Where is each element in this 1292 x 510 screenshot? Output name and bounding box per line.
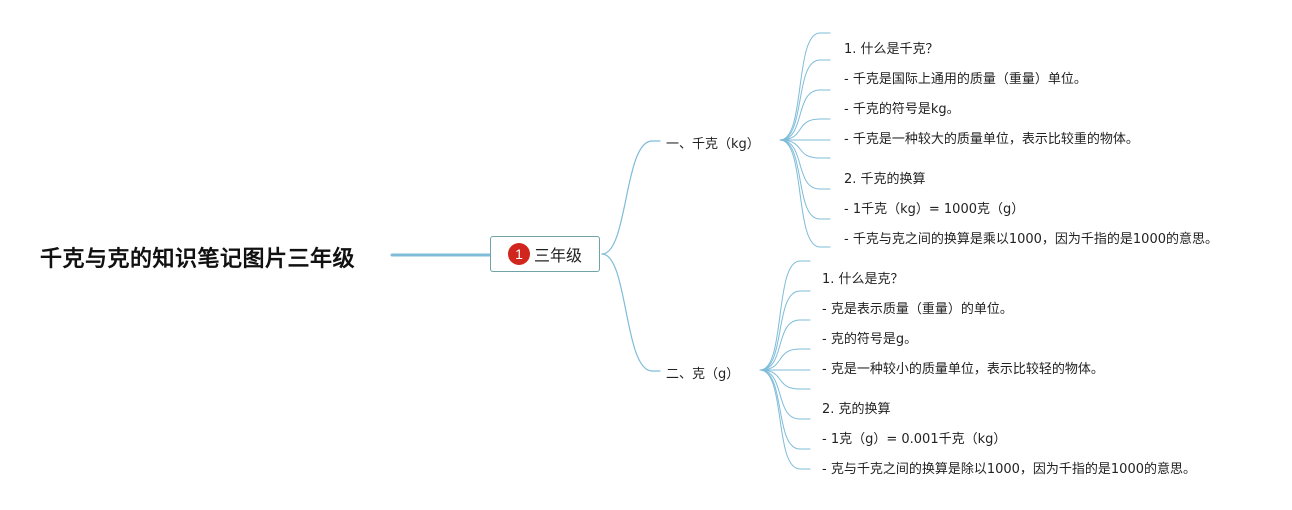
g-leaf-4[interactable]: - 克是一种较小的质量单位，表示比较轻的物体。 <box>822 362 1104 377</box>
kg-leaf-connector-6 <box>779 139 831 159</box>
g-leaf-connector-3 <box>759 319 811 371</box>
g-leaf-connector-2 <box>759 290 811 371</box>
g-leaf-connector-6 <box>759 369 811 390</box>
branch-kilogram[interactable]: 一、千克（kg） <box>666 137 760 152</box>
center-node[interactable]: 1 三年级 <box>490 236 600 272</box>
kg-leaf-connector-4 <box>779 118 831 141</box>
kg-leaf-connector-7 <box>779 139 831 190</box>
kg-leaf-4[interactable]: - 千克是一种较大的质量单位，表示比较重的物体。 <box>844 132 1139 147</box>
g-leaf-1[interactable]: 1. 什么是克？ <box>822 272 904 287</box>
kg-leaf-7[interactable]: - 1千克（kg）= 1000克（g） <box>844 202 1025 217</box>
kg-leaf-3[interactable]: - 千克的符号是kg。 <box>844 102 960 117</box>
g-leaf-connector-4 <box>759 348 811 371</box>
g-leaf-8[interactable]: - 克与千克之间的换算是除以1000，因为千指的是1000的意思。 <box>822 462 1196 477</box>
kg-leaf-1[interactable]: 1. 什么是千克？ <box>844 42 939 57</box>
center-node-label: 三年级 <box>533 246 582 265</box>
kg-leaf-connector-1 <box>779 32 831 141</box>
kg-leaf-8[interactable]: - 千克与克之间的换算是乘以1000，因为千指的是1000的意思。 <box>844 232 1218 247</box>
kg-leaf-connector-9 <box>779 139 831 248</box>
priority-1-badge-icon: 1 <box>507 243 530 265</box>
branch-connector-kg <box>601 140 661 255</box>
kg-leaf-2[interactable]: - 千克是国际上通用的质量（重量）单位。 <box>844 72 1087 87</box>
g-leaf-connector-1 <box>759 260 811 371</box>
branch-connector-g <box>601 253 661 372</box>
kg-leaf-connector-3 <box>779 89 831 141</box>
branch-gram[interactable]: 二、克（g） <box>666 367 740 382</box>
kg-leaf-6[interactable]: 2. 千克的换算 <box>844 172 926 187</box>
g-leaf-connector-9 <box>759 369 811 470</box>
kg-leaf-connector-2 <box>779 59 831 141</box>
g-leaf-2[interactable]: - 克是表示质量（重量）的单位。 <box>822 302 1013 317</box>
g-leaf-7[interactable]: - 1克（g）= 0.001千克（kg） <box>822 432 1007 447</box>
root-topic-title[interactable]: 千克与克的知识笔记图片三年级 <box>40 247 356 272</box>
g-leaf-6[interactable]: 2. 克的换算 <box>822 402 891 417</box>
g-leaf-3[interactable]: - 克的符号是g。 <box>822 332 918 347</box>
g-leaf-connector-7 <box>759 369 811 420</box>
